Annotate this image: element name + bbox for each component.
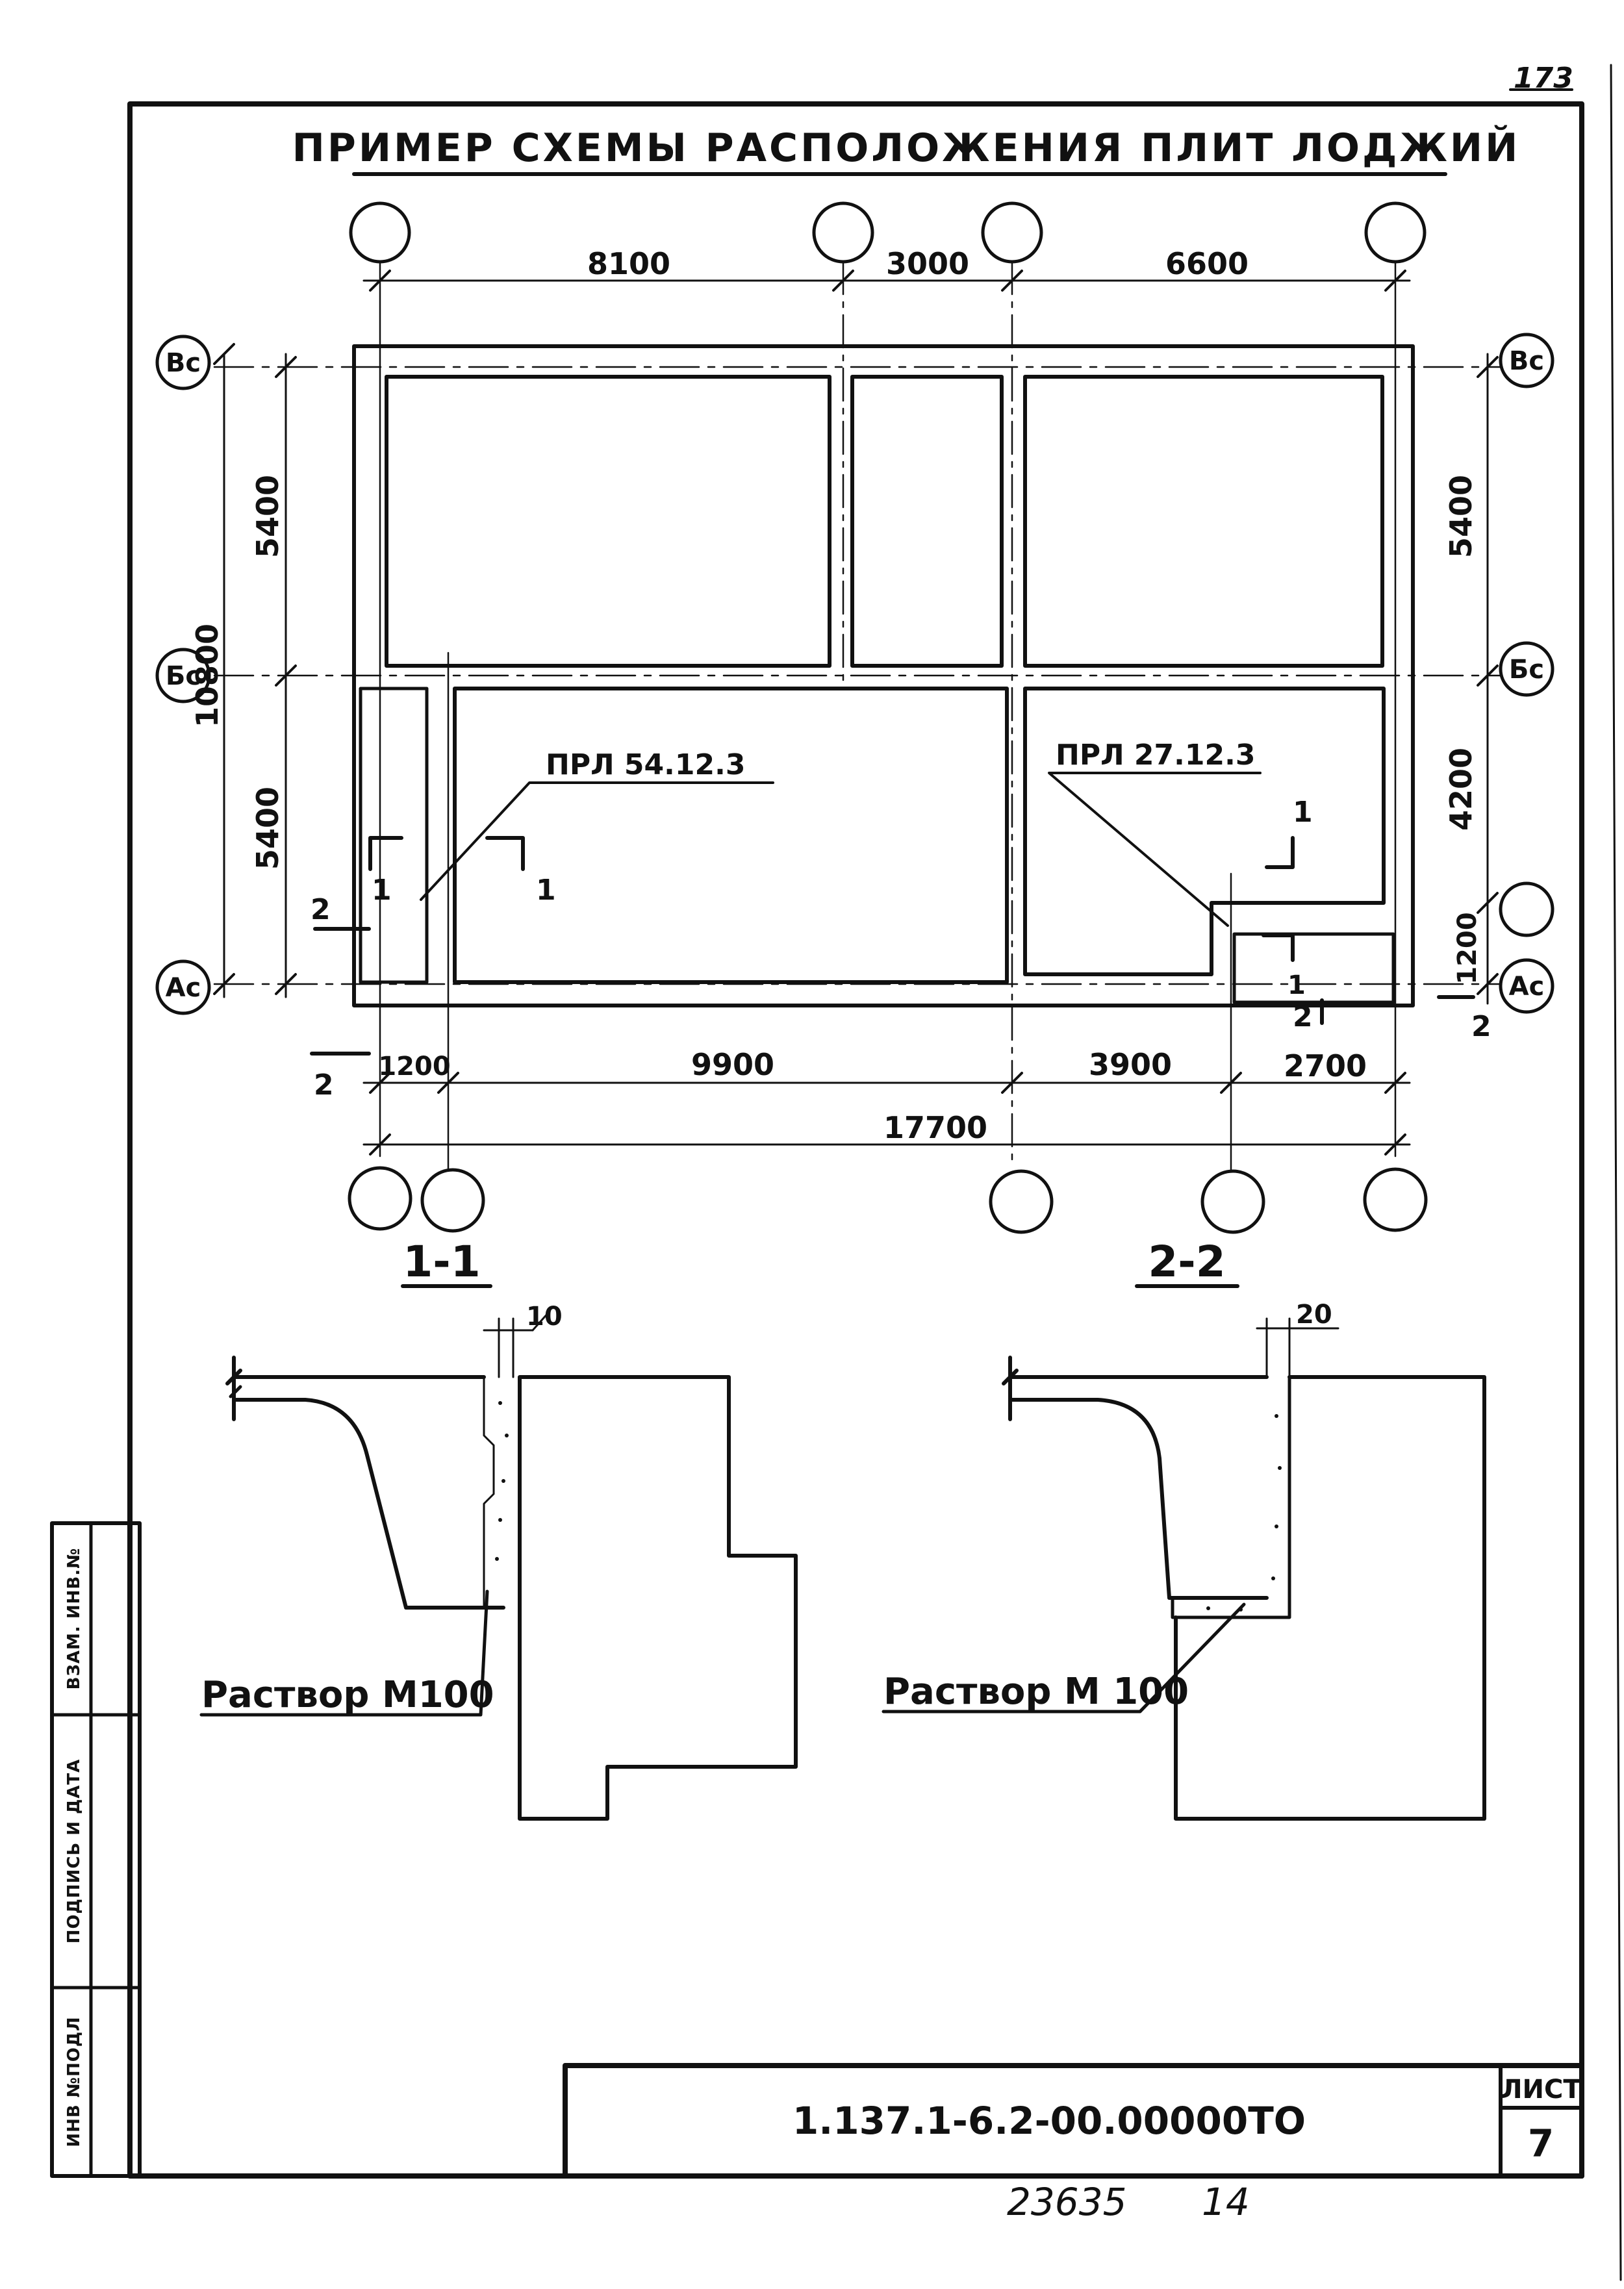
- dim-left-lower: 5400: [250, 787, 285, 870]
- slab-outline: [1023, 375, 1384, 668]
- axis-bubble: [155, 648, 211, 703]
- axis-bubble: [155, 959, 211, 1015]
- axis-label-left: Вс: [166, 348, 201, 378]
- axis-bubble: [1499, 958, 1554, 1014]
- slab-outline: [385, 375, 831, 668]
- sheet-label: ЛИСТ: [1501, 2075, 1581, 2105]
- axis-label-left: Ас: [166, 973, 201, 1003]
- axis-bubble: [1363, 1167, 1428, 1232]
- axis-bubble: [155, 335, 211, 390]
- dim-left-total: 10800: [190, 624, 225, 727]
- slab-outline: [850, 375, 1004, 668]
- dim-right-2: 4200: [1443, 748, 1478, 831]
- axis-bubble: [981, 201, 1043, 264]
- sheet-cell: [1499, 2064, 1584, 2178]
- section-mark: 2: [1471, 1010, 1491, 1043]
- section-mark: 2: [311, 893, 331, 926]
- dim-bottom-4: 2700: [1284, 1048, 1367, 1083]
- axis-bubble: [348, 1166, 412, 1231]
- section-title: 1-1: [403, 1237, 480, 1287]
- axis-bubble: [989, 1169, 1054, 1234]
- axis-bubble: [1364, 201, 1427, 264]
- section-mark: 1: [1293, 796, 1313, 829]
- dim-overall: 17700: [883, 1110, 987, 1145]
- dim-left-upper: 5400: [250, 475, 285, 558]
- dim-bottom-3: 3900: [1089, 1047, 1172, 1082]
- axis-bubble: [349, 201, 411, 264]
- section-mark: 1: [536, 874, 556, 907]
- slab-mark: ПРЛ 54.12.3: [546, 748, 745, 781]
- section-note: Раствор М100: [201, 1674, 494, 1716]
- stamp-field: ПОДПИСЬ И ДАТА: [64, 1759, 84, 1943]
- slab-outline: [1023, 687, 1386, 976]
- slab-outline: [1232, 932, 1395, 1004]
- section-mark: 1: [372, 874, 392, 907]
- axis-bubble: [1200, 1169, 1265, 1234]
- section-mark: 2: [314, 1069, 334, 1102]
- section-gap: 20: [1296, 1300, 1332, 1330]
- page-number: 173: [1514, 62, 1573, 95]
- axis-bubble: [1499, 333, 1554, 388]
- document-code: 1.137.1-6.2-00.00000ТО: [793, 2099, 1306, 2143]
- axis-label-left: Бс: [166, 661, 201, 691]
- axis-bubble: [812, 201, 874, 264]
- copy-number: 14: [1202, 2180, 1250, 2224]
- section-mark: 2: [1293, 1000, 1313, 1033]
- axis-label-right: Вс: [1509, 346, 1544, 376]
- slab-mark: ПРЛ 27.12.3: [1056, 739, 1255, 772]
- section-mark: 1: [1288, 970, 1306, 1000]
- sheet-frame: [127, 101, 1584, 2179]
- stamp-field: ИНВ №ПОДЛ: [64, 2016, 84, 2147]
- section-gap: 10: [526, 1302, 563, 1332]
- stamp-field: ВЗАМ. ИНВ.№: [64, 1548, 84, 1690]
- axis-bubble: [1499, 881, 1554, 937]
- dim-top-1: 8100: [587, 246, 670, 281]
- axis-label-right: Ас: [1509, 972, 1545, 1002]
- sheet-number: 7: [1528, 2121, 1554, 2166]
- slab-outline: [453, 687, 1009, 984]
- dim-bottom-1: 1200: [378, 1052, 450, 1081]
- dim-top-3: 6600: [1165, 246, 1249, 281]
- dim-top-2: 3000: [886, 246, 969, 281]
- dim-right-1: 5400: [1443, 475, 1478, 558]
- axis-label-right: Бс: [1509, 655, 1544, 685]
- slab-outline: [359, 687, 429, 984]
- section-note: Раствор М 100: [883, 1671, 1189, 1713]
- section-title: 2-2: [1148, 1237, 1225, 1287]
- drawing-title: ПРИМЕР СХЕМЫ РАСПОЛОЖЕНИЯ ПЛИТ ЛОДЖИЙ: [292, 124, 1521, 171]
- dim-right-3: 1200: [1453, 912, 1482, 984]
- inventory-number: 23635: [1007, 2180, 1127, 2224]
- axis-bubble: [1499, 641, 1554, 697]
- axis-bubble: [420, 1168, 485, 1233]
- dim-bottom-2: 9900: [691, 1047, 774, 1082]
